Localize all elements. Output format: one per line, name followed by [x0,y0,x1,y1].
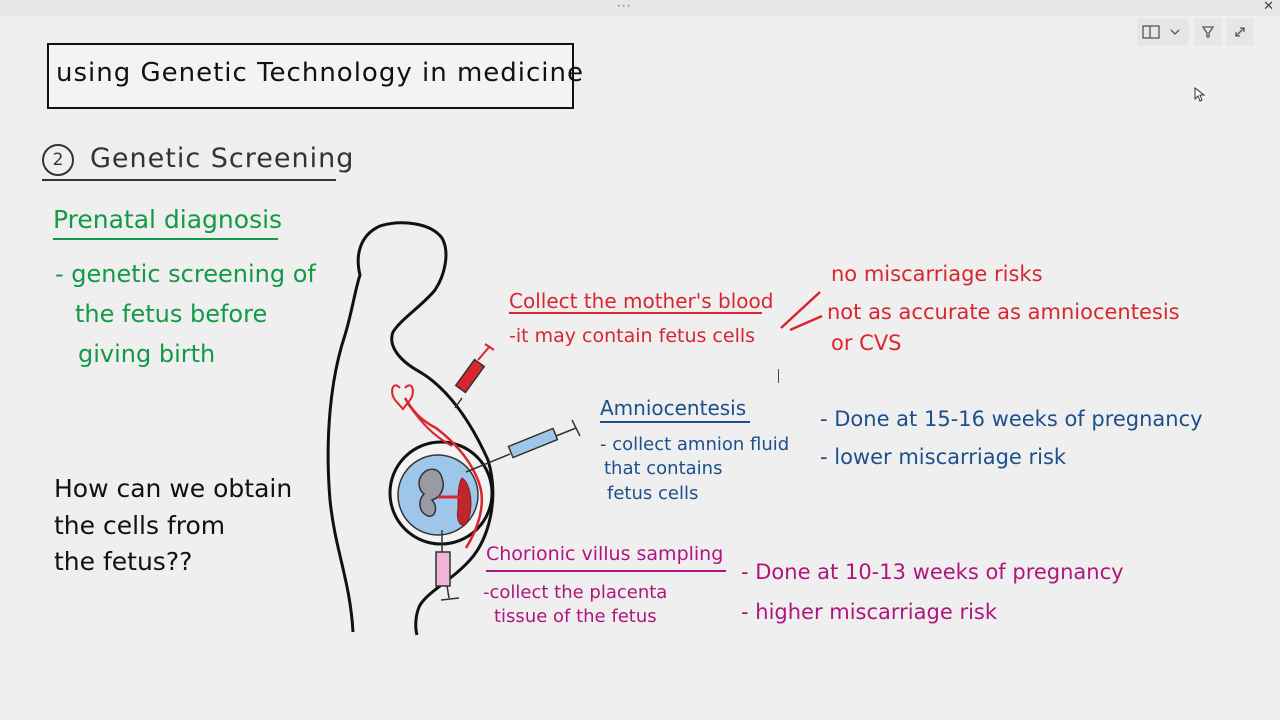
page-title: using Genetic Technology in medicine [56,58,585,88]
panel-layout-icon [1142,25,1180,39]
section-underline [42,179,336,181]
amnio-note: - lower miscarriage risk [820,445,1067,469]
cvs-underline [486,570,726,572]
blood-syringe-icon [454,343,495,409]
cvs-heading: Chorionic villus sampling [486,543,724,565]
cvs-line: tissue of the fetus [494,606,657,627]
question-line: How can we obtain [54,474,293,503]
cvs-note: - Done at 10-13 weeks of pregnancy [741,560,1124,584]
prenatal-line: giving birth [78,340,216,368]
placenta [457,477,472,526]
cvs-syringe-icon [435,530,460,601]
filter-button[interactable] [1194,18,1222,46]
amnio-underline [600,421,750,423]
amnio-heading: Amniocentesis [600,396,747,420]
amnio-line: fetus cells [607,483,699,504]
blood-vessel [403,397,484,549]
blood-detail: -it may contain fetus cells [509,325,756,347]
section-title: Genetic Screening [90,143,355,174]
heart-icon [391,384,414,411]
blood-note: or CVS [831,331,902,355]
close-icon[interactable]: ✕ [1263,0,1274,14]
section-number: 2 [42,144,74,176]
view-mode-button[interactable] [1137,18,1189,46]
prenatal-line: the fetus before [75,300,268,328]
expand-icon [1235,27,1245,37]
expand-button[interactable] [1226,18,1254,46]
question-line: the fetus?? [54,547,193,576]
blood-underline [509,312,762,314]
prenatal-heading: Prenatal diagnosis [53,205,283,234]
blood-note: not as accurate as amniocentesis [827,300,1180,324]
cvs-line: -collect the placenta [483,582,668,603]
fetus-icon [418,468,444,517]
window-title-bar[interactable]: ··· ✕ [0,0,1280,16]
drag-grip-icon[interactable]: ··· [617,0,632,13]
amnio-line: that contains [604,458,723,479]
prenatal-underline [53,238,278,240]
blood-heading: Collect the mother's blood [509,289,774,313]
filter-icon [1201,26,1215,38]
text-caret [778,369,779,383]
amnio-note: - Done at 15-16 weeks of pregnancy [820,407,1203,431]
amnio-line: - collect amnion fluid [600,434,790,455]
blood-note: no miscarriage risks [831,262,1043,286]
mouse-pointer-icon [1194,87,1206,102]
question-line: the cells from [54,511,226,540]
body-outline [326,221,495,636]
title-box [47,43,574,109]
amnio-syringe-icon [465,419,581,473]
cvs-note: - higher miscarriage risk [741,600,998,624]
chevron-down-icon [1170,29,1180,35]
prenatal-line: - genetic screening of [55,260,316,288]
